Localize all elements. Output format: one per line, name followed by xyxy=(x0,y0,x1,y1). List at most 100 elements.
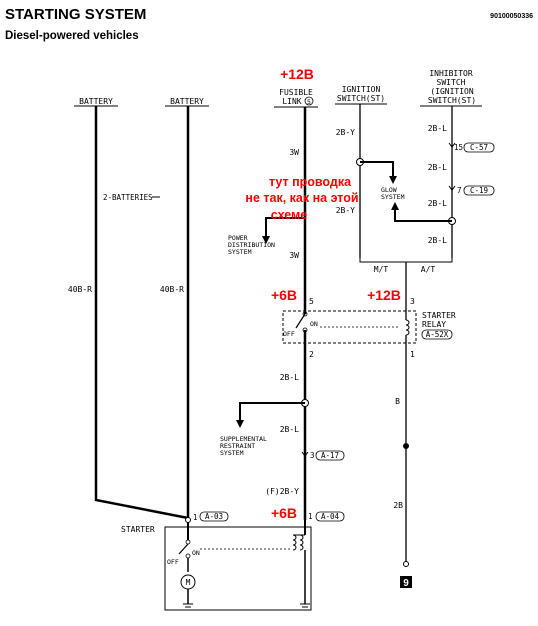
annotation-12v-top: +12B xyxy=(280,66,314,82)
connector-a04-label: A-04 xyxy=(321,512,340,521)
relay-pin1: 1 xyxy=(410,350,415,359)
wire-2bl-label-1: 2B-L xyxy=(428,124,447,133)
wire-3w-top-label: 3W xyxy=(289,148,299,157)
connector-a03-label: A-03 xyxy=(205,512,223,521)
page-title: STARTING SYSTEM xyxy=(5,6,146,23)
annotation-6v-left: +6B xyxy=(271,287,297,303)
starter-box xyxy=(164,526,312,611)
ignition-switch-label-1: IGNITION xyxy=(342,85,381,94)
ignition-switch-label-2: SWITCH(ST) xyxy=(337,94,385,103)
wire-2bl-label-6: 2B-L xyxy=(280,425,299,434)
page-ref-box xyxy=(400,576,412,588)
wire-40br-left: 40B-R xyxy=(68,285,92,294)
connector-c57-box xyxy=(463,142,495,153)
starter-on-label: ON xyxy=(192,549,200,557)
connector-c19-mark xyxy=(448,185,456,191)
starter-relay-label-2: RELAY xyxy=(422,320,446,329)
fusible-link-number-circle xyxy=(304,96,314,106)
fusible-link-label-2: LINK xyxy=(282,97,301,106)
wire-f2by-label: (F)2B-Y xyxy=(265,487,299,496)
wire-3w-bottom-label: 3W xyxy=(289,251,299,260)
relay-coil xyxy=(405,319,410,336)
annotation-note-line-2: не так, как на этой xyxy=(245,191,358,205)
srs-label-1: SUPPLEMENTAL xyxy=(220,435,267,443)
relay-off-label: OFF xyxy=(283,330,295,338)
annotation-12v-right: +12B xyxy=(367,287,401,303)
starter-contact-bottom xyxy=(185,553,191,559)
srs-branch xyxy=(236,402,305,428)
wire-2by-label-2: 2B-Y xyxy=(336,206,355,215)
relay-contact-top xyxy=(302,311,308,317)
fusible-link-number: 5 xyxy=(307,98,311,106)
wire-40br-right: 40B-R xyxy=(160,285,184,294)
mt-label: M/T xyxy=(374,265,389,274)
starter-relay-label-1: STARTER xyxy=(422,311,456,320)
wire-2b-label: 2B xyxy=(393,501,403,510)
annotation-6v-bottom: +6B xyxy=(271,505,297,521)
inhibitor-label-2: SWITCH xyxy=(437,78,466,87)
fusible-link-label-1: FUSIBLE xyxy=(279,88,313,97)
power-dist-label-1: POWER xyxy=(228,234,248,242)
starter-pin: 1 xyxy=(193,513,198,522)
connector-a17-pin: 3 xyxy=(310,451,315,460)
ground-terminal xyxy=(403,561,409,567)
inhibitor-label-3: (IGNITION xyxy=(430,87,474,96)
power-distribution-branch xyxy=(262,217,305,244)
connector-c19-box xyxy=(463,185,495,196)
wire-2bl-label-2: 2B-L xyxy=(428,163,447,172)
connector-a03-box xyxy=(199,511,229,522)
connector-a17-box xyxy=(315,450,345,461)
diagram-code: 90100050336 xyxy=(490,13,533,20)
relay-on-label: ON xyxy=(310,320,318,328)
battery-left-label: BATTERY xyxy=(79,97,113,106)
srs-label-3: SYSTEM xyxy=(220,449,244,457)
relay-connector-box xyxy=(421,329,453,340)
glow-system-branch xyxy=(360,161,397,184)
starter-off-label: OFF xyxy=(167,558,179,566)
battery-left-wire xyxy=(94,106,189,520)
relay-pin3: 3 xyxy=(410,297,415,306)
connector-c57-mark xyxy=(448,142,456,148)
inhibitor-label-1: INHIBITOR xyxy=(429,69,473,78)
connector-a04-box xyxy=(315,511,345,522)
two-batteries-label: 2-BATTERIES xyxy=(103,193,153,202)
motor-ground-icon xyxy=(183,603,193,611)
wire-2bl-label-4: 2B-L xyxy=(428,236,447,245)
page-subtitle: Diesel-powered vehicles xyxy=(5,30,139,42)
glow-label-2: SYSTEM xyxy=(381,193,405,201)
connector-c57-label: C-57 xyxy=(470,143,488,152)
battery-right-label: BATTERY xyxy=(170,97,204,106)
wire-2bl-label-5: 2B-L xyxy=(280,373,299,382)
relay-contact-arm xyxy=(295,313,306,329)
connector-c57-pin: 15 xyxy=(454,143,463,152)
at-label: A/T xyxy=(421,265,436,274)
wire-b-label: B xyxy=(395,397,400,406)
solenoid-coil-2 xyxy=(299,534,304,551)
connector-a17-mark xyxy=(301,451,309,457)
motor-label: M xyxy=(186,578,191,587)
wire-b-junction xyxy=(403,443,409,449)
connector-a17-label: A-17 xyxy=(321,451,339,460)
starter-contact-top xyxy=(185,539,191,545)
relay-pin5: 5 xyxy=(309,297,314,306)
starter-relay-box xyxy=(282,310,417,344)
solenoid-coil-1 xyxy=(292,534,297,551)
starter-contact-arm xyxy=(178,543,189,555)
annotation-note-line-3: схеме xyxy=(271,208,307,222)
wire-2bl-label-3: 2B-L xyxy=(428,199,447,208)
solenoid-ground-icon xyxy=(300,603,310,611)
inhibitor-glow-branch xyxy=(391,202,452,222)
relay-connector-label: A-52X xyxy=(426,330,449,339)
connector-c19-pin: 7 xyxy=(457,186,462,195)
annotation-note-line-1: тут проводка xyxy=(269,175,352,189)
page-ref-number: 9 xyxy=(403,578,409,589)
mt-at-bracket xyxy=(359,258,453,263)
relay-pin2: 2 xyxy=(309,350,314,359)
power-dist-label-2: DISTRIBUTION xyxy=(228,241,275,249)
connector-a04-pin: 1 xyxy=(308,512,313,521)
inhibitor-label-4: SWITCH(ST) xyxy=(428,96,476,105)
connector-c19-label: C-19 xyxy=(470,186,488,195)
power-dist-label-3: SYSTEM xyxy=(228,248,252,256)
